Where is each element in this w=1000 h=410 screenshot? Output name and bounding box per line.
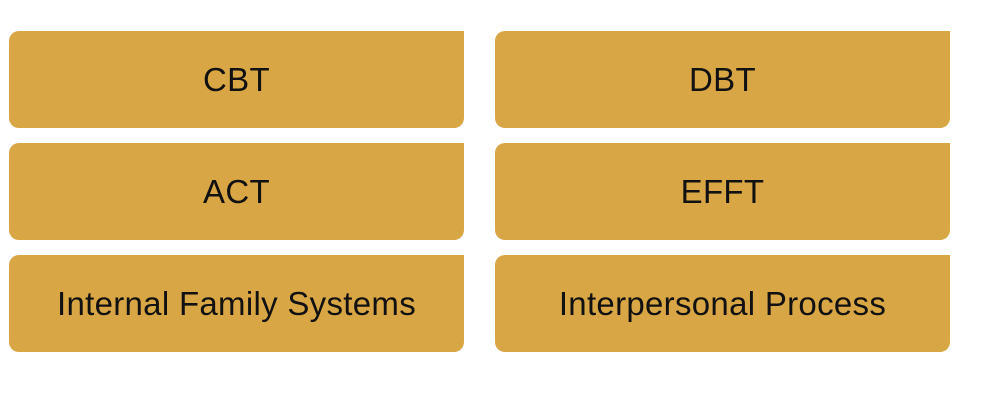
box-label: EFFT [680, 172, 765, 210]
box-interpersonal-process: Interpersonal Process [495, 255, 950, 352]
box-label: DBT [689, 60, 756, 98]
box-cbt: CBT [9, 31, 464, 128]
box-label: Internal Family Systems [57, 284, 416, 322]
box-label: CBT [203, 60, 270, 98]
box-act: ACT [9, 143, 464, 240]
box-efft: EFFT [495, 143, 950, 240]
box-dbt: DBT [495, 31, 950, 128]
box-label: Interpersonal Process [558, 284, 887, 322]
box-internal-family-systems: Internal Family Systems [9, 255, 464, 352]
box-label: ACT [203, 172, 270, 210]
